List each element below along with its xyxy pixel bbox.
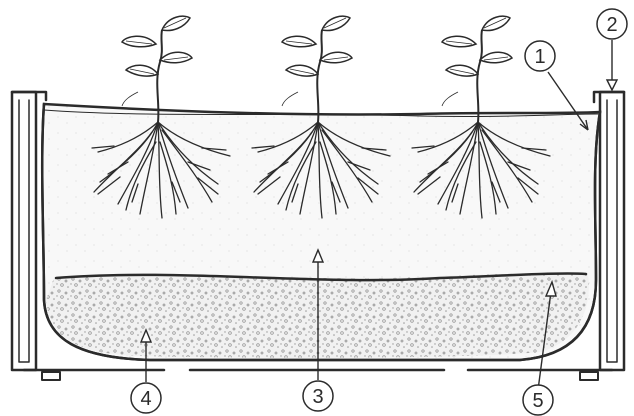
callout-1-label: 1 bbox=[534, 46, 545, 68]
callout-5-label: 5 bbox=[532, 390, 543, 412]
callout-2: 2 bbox=[597, 9, 627, 39]
callout-1: 1 bbox=[525, 41, 555, 71]
callout-4-label: 4 bbox=[140, 388, 151, 410]
callout-5: 5 bbox=[523, 385, 553, 415]
callout-2-label: 2 bbox=[606, 14, 617, 36]
callout-4: 4 bbox=[131, 383, 161, 413]
callout-3: 3 bbox=[303, 381, 333, 411]
callout-3-label: 3 bbox=[312, 386, 323, 408]
